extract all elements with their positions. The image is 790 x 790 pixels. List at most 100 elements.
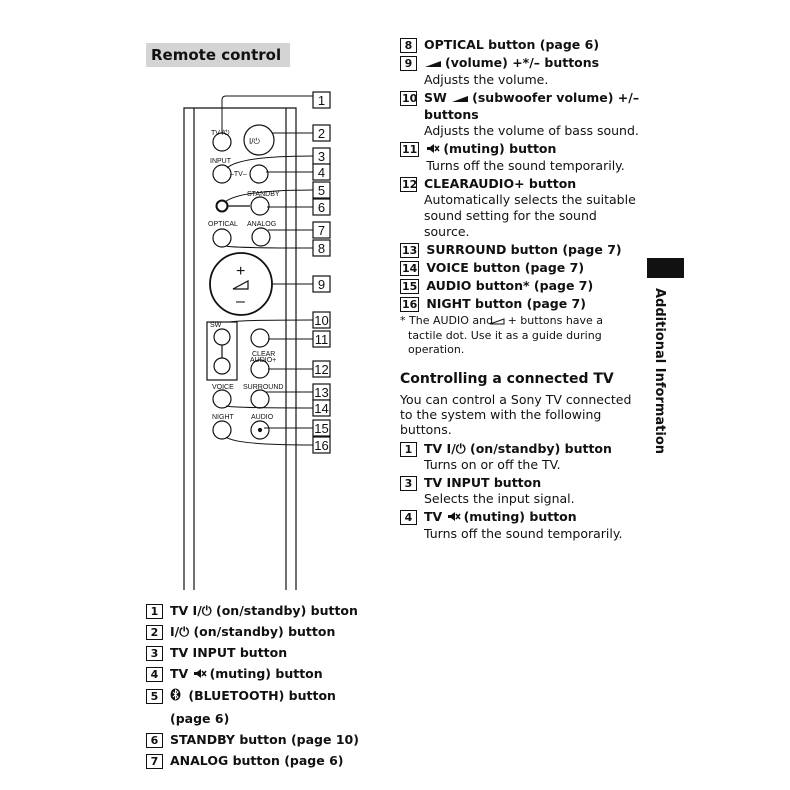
volume-icon: [424, 56, 442, 72]
side-tab-label: Additional Information: [652, 288, 667, 455]
callout-box: [312, 399, 331, 417]
item-number: 4: [400, 510, 417, 525]
callout-number: 12: [314, 362, 328, 377]
callout-box: [312, 419, 331, 437]
sw-minus-button[interactable]: [213, 357, 231, 375]
label-voice: VOICE: [212, 384, 234, 391]
callout-number: 14: [314, 401, 328, 416]
item-description: Turns off the sound temporarily.: [426, 158, 625, 173]
item-number: 9: [400, 56, 417, 71]
optical-button[interactable]: [212, 228, 232, 248]
item-number: 3: [146, 646, 163, 661]
sw-plus-button[interactable]: [213, 328, 231, 346]
label-power: I/⏻: [249, 137, 260, 146]
label-analog: ANALOG: [247, 221, 276, 228]
label-tv: –TV–: [230, 171, 247, 178]
label-vol-minus: –: [236, 293, 245, 310]
label-standby: STANDBY: [247, 191, 280, 198]
item-number: 1: [146, 604, 163, 619]
standby-button[interactable]: [250, 196, 270, 216]
section-header: Remote control: [146, 43, 290, 67]
callout-box: [312, 239, 331, 257]
mute-icon: [426, 142, 440, 158]
callout-box: [312, 181, 331, 199]
label-vol-plus: +: [236, 263, 245, 280]
mute-button[interactable]: [250, 328, 270, 348]
remote-body: [183, 107, 297, 590]
callout-box: [312, 91, 331, 109]
tv-mute-button[interactable]: [249, 164, 269, 184]
item-number: 7: [146, 754, 163, 769]
list-item: 5 (BLUETOOTH) button(page 6): [146, 688, 359, 727]
item-number: 1: [400, 442, 417, 457]
callout-number: 15: [314, 421, 328, 436]
callout-box: [312, 163, 331, 181]
label-night: NIGHT: [212, 414, 235, 421]
section-tab: [647, 258, 684, 278]
bluetooth-button[interactable]: [215, 199, 229, 213]
item-description: Turns on or off the TV.: [424, 457, 561, 472]
mute-icon: [193, 667, 207, 683]
label-input: INPUT: [210, 158, 232, 165]
tv-section-intro: You can control a Sony TV connected to t…: [400, 392, 632, 437]
item-description: Automatically selects the suitable sound…: [424, 192, 636, 239]
item-description: Adjusts the volume.: [424, 72, 549, 87]
item-description: Adjusts the volume of bass sound.: [424, 123, 639, 138]
surround-button[interactable]: [250, 389, 270, 409]
callout-number: 9: [318, 277, 325, 292]
mute-icon: [447, 510, 461, 526]
audio-button[interactable]: [250, 420, 270, 440]
item-number: 3: [400, 476, 417, 491]
item-number: 2: [146, 625, 163, 640]
item-number: 13: [400, 243, 420, 258]
callout-number: 3: [318, 149, 325, 164]
callout-leaders: [221, 95, 314, 446]
subwoofer-group: [206, 321, 238, 381]
item-number: 5: [146, 689, 163, 704]
analog-button[interactable]: [251, 227, 271, 247]
item-number: 4: [146, 667, 163, 682]
tv-input-button[interactable]: [212, 164, 232, 184]
callout-box: [312, 198, 331, 216]
item-number: 14: [400, 261, 420, 276]
callout-box: [312, 436, 331, 454]
label-audio: AUDIO: [251, 414, 274, 421]
callout-box: [312, 311, 331, 329]
callout-box: [312, 124, 331, 142]
item-number: 11: [400, 142, 420, 157]
item-number: 12: [400, 177, 418, 192]
callout-box: [312, 221, 331, 239]
callout-number: 5: [318, 183, 325, 198]
callout-number: 10: [314, 313, 328, 328]
footnote: * The AUDIO and + buttons have a tactile…: [400, 314, 604, 356]
item-number: 6: [146, 733, 163, 748]
label-surround: SURROUND: [243, 384, 283, 391]
voice-button[interactable]: [212, 389, 232, 409]
callout-box: [312, 360, 331, 378]
power-button[interactable]: [243, 124, 275, 156]
label-sw: SW: [210, 322, 222, 329]
night-button[interactable]: [212, 420, 232, 440]
volume-icon: [232, 280, 249, 290]
callout-number: 16: [314, 438, 328, 453]
callout-number: 13: [314, 385, 328, 400]
item-number: 10: [400, 91, 418, 106]
bluetooth-icon: [170, 688, 181, 705]
callout-number: 1: [318, 93, 325, 108]
callout-number: 11: [315, 332, 329, 347]
callout-box: [312, 330, 331, 348]
